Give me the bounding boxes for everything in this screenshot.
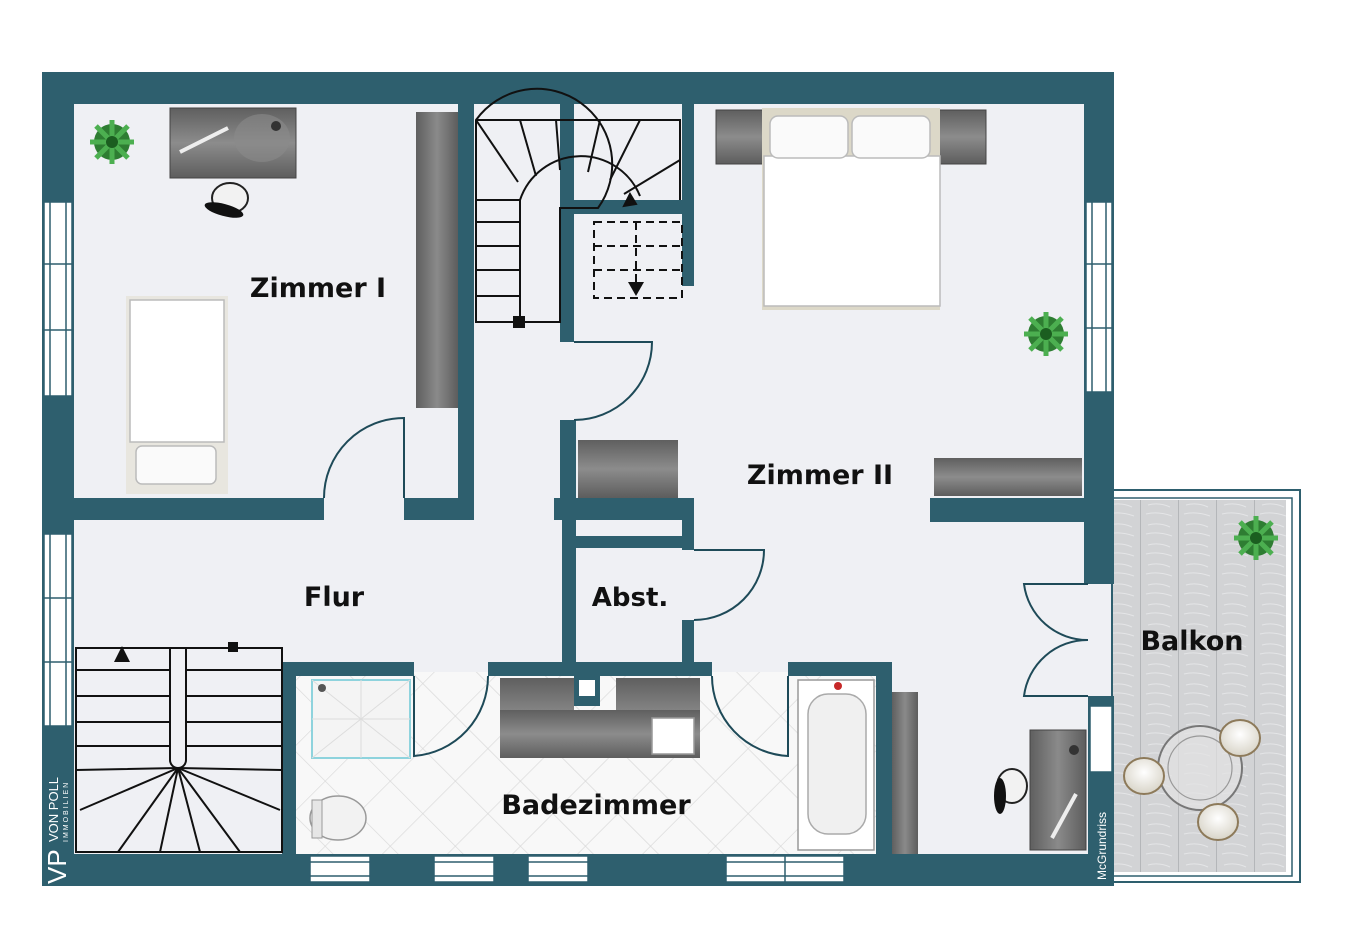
plant-icon (1234, 516, 1278, 560)
vent-icon (579, 680, 595, 696)
windows (43, 201, 1113, 883)
balcony-furniture (1123, 516, 1278, 841)
stair-up-arrow-icon (114, 646, 130, 662)
room-label-zimmer2: Zimmer II (747, 460, 893, 491)
room-label-abst: Abst. (592, 583, 669, 613)
doors (323, 341, 1089, 758)
room-label-badezimmer: Badezimmer (501, 790, 691, 821)
credit: McGrundriss (1095, 812, 1109, 880)
stair-lower (75, 647, 283, 853)
bathroom-furniture (309, 678, 875, 851)
zimmer1-furniture (90, 107, 458, 494)
room-label-zimmer1: Zimmer I (250, 273, 386, 304)
stair-marker (228, 642, 238, 652)
brand-initials: VP (42, 849, 72, 884)
plant-icon (90, 120, 134, 164)
zimmer2-furniture (578, 108, 1087, 854)
credit-text: McGrundriss (1095, 812, 1109, 880)
room-labels: Zimmer I Zimmer II Flur Abst. Badezimmer… (250, 273, 1244, 821)
stair-upper (475, 87, 681, 328)
brand-name: VON POLL (46, 777, 61, 842)
stair-down-arrow-icon (628, 282, 644, 296)
plant-icon (1024, 312, 1068, 356)
balcony-railing (1111, 489, 1301, 883)
walls (42, 72, 1114, 886)
room-label-flur: Flur (304, 582, 365, 613)
room-label-balkon: Balkon (1140, 626, 1243, 657)
brand-logo: VP VON POLL IMMOBILIEN (42, 777, 72, 884)
brand-sub: IMMOBILIEN (63, 781, 70, 842)
stair-lower-dashed (593, 221, 683, 299)
